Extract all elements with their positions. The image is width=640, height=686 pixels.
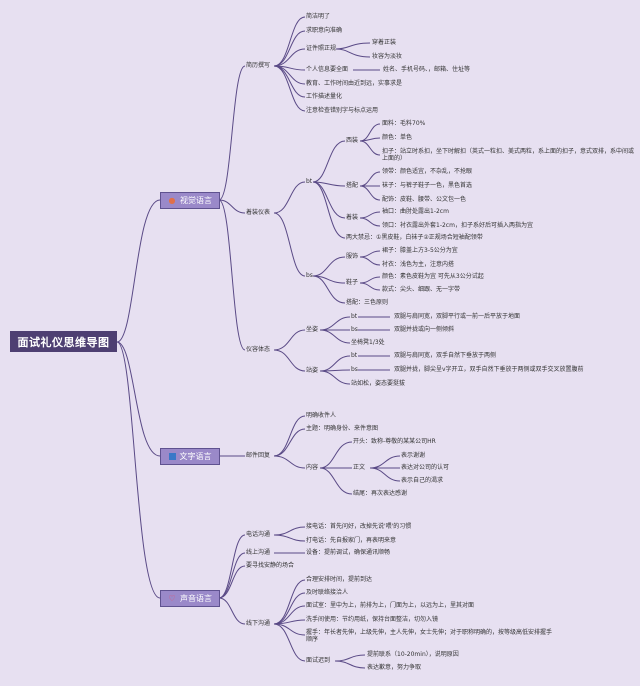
body-item: 表示自己的渴求 — [401, 477, 444, 484]
branch-text[interactable]: 文字语言 — [160, 448, 220, 465]
late-item: 提前联系（10-20min），说明原因 — [367, 651, 459, 658]
stand-item: 双腿并拢，脚尖呈v字开立，双手自然下垂放于两侧或双手交叉放置腹前 — [394, 366, 584, 373]
offline-item: 面试室：里中为上，前排为上，门面为上，以远为上，里其对面 — [306, 602, 475, 609]
resume-item: 简洁明了 — [306, 13, 331, 20]
offline-item: 合理安排时间，提前到达 — [306, 576, 373, 583]
text-icon — [168, 453, 176, 460]
stand-bs: bs — [351, 366, 358, 373]
node-content: 内容 — [306, 464, 319, 471]
wear-item: 袖口：曲肘处露出1-2cm — [382, 208, 449, 215]
eye-icon: ● — [168, 195, 176, 205]
node-clothes: 服饰 — [346, 253, 359, 260]
offline-item: 握手：年长者先伸，上级先伸，主人先伸，女士先伸；对于职称明确的，按等级高低安排握… — [306, 629, 553, 643]
info-detail: 姓名、手机号码、，邮箱、住址等 — [383, 66, 471, 73]
branch-voice-label: 声音语言 — [180, 594, 212, 603]
node-phone[interactable]: 电话沟通 — [246, 531, 271, 538]
suit-item: 面料：毛料70% — [382, 120, 426, 127]
node-resume[interactable]: 简历撰写 — [246, 62, 271, 69]
node-body: 正文 — [353, 464, 366, 471]
resume-item: 证件照正规 — [306, 45, 337, 52]
node-stand: 站姿 — [306, 367, 319, 374]
late-item: 表达歉意，努力争取 — [367, 664, 422, 671]
email-item: 主题：明确身份、来件意图 — [306, 425, 379, 432]
clothes-item: 衬衣：浅色为主，注意内搭 — [382, 261, 455, 268]
taboo: 两大禁忌：①黑皮鞋，白袜子②正规场合短袖配领带 — [346, 234, 483, 241]
suit-item: 扣子：站立时系扣，坐下时解扣（英式一粒扣、美式两粒，系上面的扣子，意式双排，系中… — [382, 148, 635, 162]
resume-item: 注意检查错别字与标点运用 — [306, 107, 379, 114]
heart-icon: ♡ — [168, 593, 176, 603]
sit-item: 双腿与肩同宽，双脚平行或一前一后平放于地面 — [394, 313, 521, 320]
ending: 结尾：再次表达感谢 — [353, 490, 408, 497]
resume-item: 个人信息要全面 — [306, 66, 349, 73]
photo-item: 妆容为淡妆 — [372, 53, 403, 60]
match-item: 配饰：皮鞋、腰带、公文包一色 — [382, 196, 467, 203]
node-email[interactable]: 邮件回复 — [246, 452, 271, 459]
stand-item: 双腿与肩同宽，双手自然下垂放于两侧 — [394, 352, 497, 359]
offline-item: 洗手间使用：节约用纸，保持台面整洁，切勿入镜 — [306, 616, 439, 623]
node-shoes: 鞋子 — [346, 279, 359, 286]
node-bt: bt — [306, 178, 313, 185]
shoes-item: 颜色：素色皮鞋为宜 可先从3公分试起 — [382, 273, 484, 280]
body-item: 表达对公司的认可 — [401, 464, 450, 471]
branch-visual[interactable]: ● 视觉语言 — [160, 192, 220, 209]
opening: 开头：致称-尊敬的某某公司HR — [353, 438, 436, 445]
resume-item: 教育、工作时间由近到远，实事求是 — [306, 80, 403, 87]
node-quiet[interactable]: 要寻找安静的场合 — [246, 562, 295, 569]
node-wear: 着装 — [346, 214, 359, 221]
photo-item: 穿着正装 — [372, 39, 397, 46]
suit-item: 颜色：单色 — [382, 134, 413, 141]
resume-item: 工作描述量化 — [306, 93, 343, 100]
node-sit: 坐姿 — [306, 326, 319, 333]
branch-visual-label: 视觉语言 — [180, 196, 212, 205]
node-bs: bs — [306, 272, 313, 279]
node-offline[interactable]: 线下沟通 — [246, 620, 271, 627]
offline-item: 及时联络接洽人 — [306, 589, 349, 596]
wear-item: 领口：衬衣露出外套1-2cm，扣子系好后可插入两指为宜 — [382, 222, 533, 229]
root-node[interactable]: 面试礼仪思维导图 — [10, 331, 117, 352]
sit-item: 双腿并拢或向一侧倾斜 — [394, 326, 455, 333]
branch-voice[interactable]: ♡ 声音语言 — [160, 590, 220, 607]
node-online[interactable]: 线上沟通 — [246, 549, 271, 556]
match-bs: 搭配：三色原则 — [346, 299, 389, 306]
node-posture[interactable]: 仪容体态 — [246, 346, 271, 353]
shoes-item: 款式：尖头、细跟、无一字带 — [382, 286, 461, 293]
node-suit: 西装 — [346, 137, 359, 144]
resume-item: 求职意向准确 — [306, 27, 343, 34]
sit-third: 坐椅凳1/3处 — [351, 339, 385, 346]
body-item: 表示谢谢 — [401, 452, 426, 459]
clothes-item: 裙子：膝盖上方3-5公分为宜 — [382, 247, 458, 254]
match-item: 袜子：与裤子鞋子一色，黑色首选 — [382, 182, 473, 189]
online-item: 设备：提前调试，确保通讯顺畅 — [306, 549, 391, 556]
sit-bt: bt — [351, 313, 358, 320]
branch-text-label: 文字语言 — [179, 452, 212, 461]
stand-last: 站如松，姿态要挺拔 — [351, 380, 406, 387]
match-item: 领带：颜色适宜，不杂乱，不抢眼 — [382, 168, 473, 175]
node-match: 搭配 — [346, 182, 359, 189]
phone-item: 打电话：先自报家门，再表明来意 — [306, 537, 397, 544]
stand-bt: bt — [351, 352, 358, 359]
email-item: 明确收件人 — [306, 412, 337, 419]
sit-bs: bs — [351, 326, 358, 333]
node-late: 面试迟到 — [306, 657, 331, 664]
phone-item: 接电话：首先问好，改掉先说'喂'的习惯 — [306, 523, 412, 530]
node-dress[interactable]: 着装仪表 — [246, 209, 271, 216]
